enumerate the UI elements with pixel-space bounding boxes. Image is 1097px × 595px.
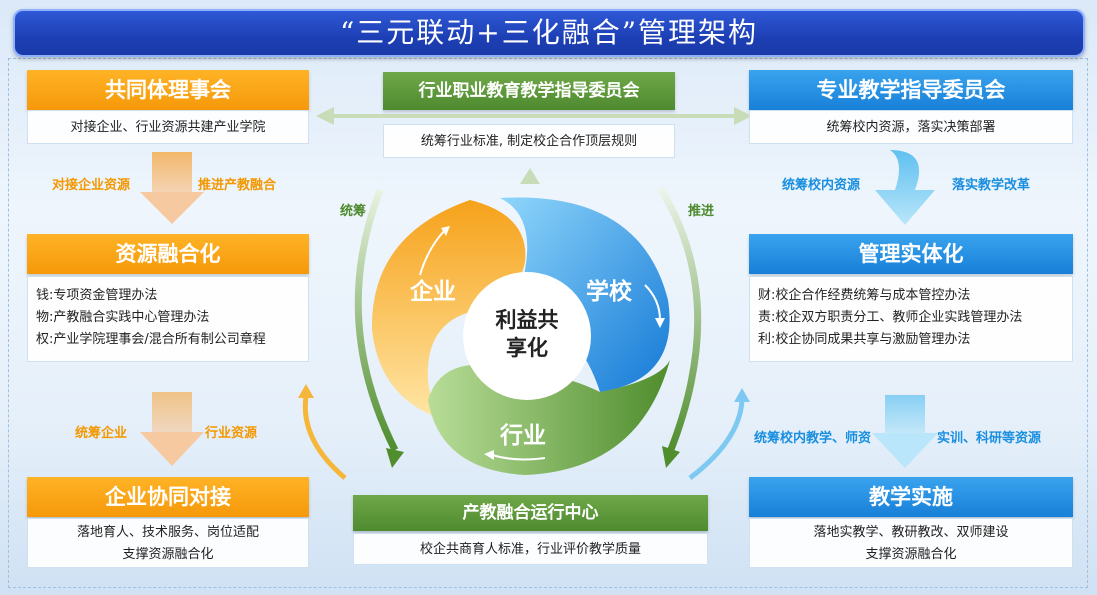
left-arrow2-left-label: 统筹企业	[75, 426, 128, 441]
right-down-arrow-1	[875, 150, 935, 225]
resource-line-rights: 权:产业学院理事会/混合所有制公司章程	[36, 332, 266, 347]
core-line-1: 利益共	[495, 308, 559, 332]
core-line-2: 享化	[506, 336, 548, 360]
council-header: 共同体理事会	[27, 70, 309, 110]
council-desc: 对接企业、行业资源共建产业学院	[27, 110, 309, 144]
right-arrow1-right-label: 落实教学改革	[952, 178, 1031, 193]
professional-committee-header: 专业教学指导委员会	[749, 70, 1073, 110]
segment-enterprise-label: 企业	[410, 279, 456, 305]
right-arrow1-left-label: 统筹校内资源	[782, 178, 861, 193]
right-down-arrow-2	[872, 395, 938, 468]
teaching-line-1: 落地实教学、教研教改、双师建设	[813, 525, 1009, 540]
right-big-arc	[657, 186, 702, 468]
cycle-diagram	[371, 197, 670, 475]
page-title: “三元联动+三化融合”管理架构	[13, 9, 1085, 57]
left-down-arrow-1	[140, 152, 204, 224]
core-circle	[463, 272, 591, 400]
management-list: 财:校企合作经费统筹与成本管控办法 责:校企双方职责分工、教师企业实践管理办法 …	[749, 276, 1073, 362]
operation-center-desc: 校企共商育人标准，行业评价教学质量	[353, 533, 708, 565]
resource-header: 资源融合化	[27, 234, 309, 274]
professional-committee-desc: 统筹校内资源，落实决策部署	[749, 110, 1073, 144]
orange-curved-arrow	[298, 384, 347, 480]
enterprise-line-1: 落地育人、技术服务、岗位适配	[76, 525, 259, 540]
segment-school-label: 学校	[586, 279, 632, 305]
segment-industry	[428, 360, 670, 475]
left-down-arrow-2	[140, 392, 204, 466]
resource-line-material: 物:产教融合实践中心管理办法	[36, 310, 210, 325]
operation-center-header: 产教融合运行中心	[353, 495, 708, 531]
teaching-line-2: 支撑资源融合化	[865, 547, 957, 562]
management-line-duty: 责:校企双方职责分工、教师企业实践管理办法	[758, 310, 1023, 325]
industry-committee-desc: 统筹行业标准, 制定校企合作顶层规则	[383, 124, 675, 158]
industry-committee-header: 行业职业教育教学指导委员会	[383, 72, 675, 110]
up-arrow-small	[520, 168, 540, 184]
left-arrow1-right-label: 推进产教融合	[198, 178, 277, 193]
enterprise-header: 企业协同对接	[27, 477, 309, 517]
teaching-desc: 落地实教学、教研教改、双师建设 支撑资源融合化	[749, 518, 1073, 568]
segment-industry-label: 行业	[500, 423, 546, 449]
left-arrow2-right-label: 行业资源	[205, 426, 258, 441]
blue-curved-arrow	[688, 388, 750, 480]
enterprise-desc: 落地育人、技术服务、岗位适配 支撑资源融合化	[27, 518, 309, 568]
horizontal-double-arrow	[316, 107, 752, 125]
promote-label: 推进	[688, 204, 715, 219]
segment-enterprise	[371, 200, 526, 420]
management-header: 管理实体化	[749, 234, 1073, 274]
resource-line-money: 钱:专项资金管理办法	[36, 288, 158, 303]
core-label: 利益共 享化	[477, 306, 577, 362]
left-arrow1-left-label: 对接企业资源	[52, 178, 131, 193]
teaching-header: 教学实施	[749, 477, 1073, 517]
management-line-finance: 财:校企合作经费统筹与成本管控办法	[758, 288, 971, 303]
right-arrow2-right-label: 实训、科研等资源	[937, 431, 1042, 446]
coordinate-label: 统筹	[340, 204, 367, 219]
enterprise-line-2: 支撑资源融合化	[122, 547, 214, 562]
outer-dashed-frame	[8, 58, 1088, 588]
left-big-arc	[354, 188, 404, 468]
segment-school	[500, 197, 670, 392]
management-line-benefit: 利:校企协同成果共享与激励管理办法	[758, 332, 971, 347]
resource-list: 钱:专项资金管理办法 物:产教融合实践中心管理办法 权:产业学院理事会/混合所有…	[27, 276, 309, 362]
right-arrow2-left-label: 统筹校内教学、师资	[754, 431, 872, 446]
